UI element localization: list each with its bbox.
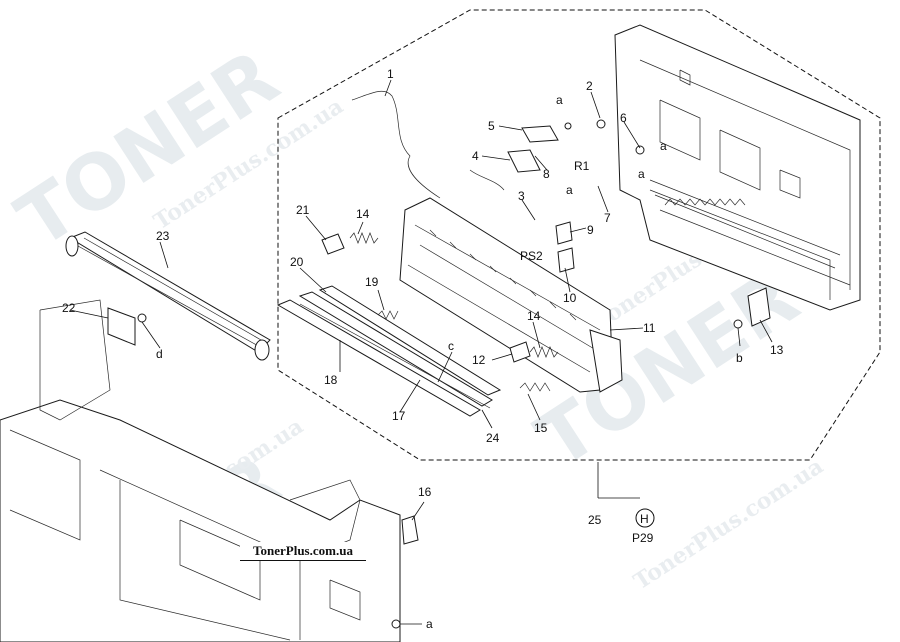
callout-11: 11	[643, 321, 656, 335]
callout-13: 13	[770, 343, 784, 357]
transfer-unit-11	[399, 197, 623, 393]
callout-a2: a	[660, 139, 667, 153]
watermark-site-3: TonerPlus.com.ua	[629, 453, 828, 595]
callout-1: 1	[387, 67, 394, 81]
main-frame	[614, 24, 861, 311]
rail-24	[299, 303, 491, 409]
callout-a1: a	[556, 93, 563, 107]
callout-21: 21	[296, 203, 310, 217]
callout-5: 5	[488, 119, 495, 133]
callout-20: 20	[290, 255, 304, 269]
holder-21	[321, 233, 345, 255]
detail-boundary	[277, 9, 881, 461]
harness-1	[351, 90, 441, 199]
spring-14b	[529, 346, 559, 358]
callout-4: 4	[472, 149, 479, 163]
harness-8	[469, 169, 505, 191]
screw-b	[733, 319, 743, 329]
caption-box: TonerPlus.com.ua	[240, 542, 366, 561]
callout-9: 9	[587, 223, 594, 237]
label-r1: R1	[574, 159, 590, 173]
bar-20	[318, 285, 502, 396]
washer-2	[596, 119, 606, 129]
screw-a5	[391, 619, 401, 629]
ref-page: P29	[632, 531, 654, 545]
holder-12	[509, 341, 531, 363]
callout-15: 15	[534, 421, 548, 435]
bracket-4	[507, 149, 541, 173]
callout-b: b	[736, 351, 743, 365]
callout-16: 16	[418, 485, 432, 499]
callouts: 1 2 3 4 5 6 7 8 9 10 11 12 13 14 14 15 1…	[62, 67, 784, 631]
callout-a3: a	[566, 183, 573, 197]
callout-3: 3	[518, 189, 525, 203]
callout-19: 19	[365, 275, 379, 289]
callout-a6: a	[426, 617, 433, 631]
roller-23	[65, 231, 271, 361]
callout-12: 12	[472, 353, 486, 367]
callout-25: 25	[588, 513, 602, 527]
callout-2: 2	[586, 79, 593, 93]
label-ps2: PS2	[520, 249, 543, 263]
callout-24: 24	[486, 431, 500, 445]
rail-assembly	[276, 285, 502, 417]
spring-19	[377, 310, 399, 320]
callout-14a: 14	[356, 207, 370, 221]
bracket-16	[401, 515, 419, 545]
washer-6	[635, 145, 645, 155]
bracket-5	[521, 125, 559, 143]
callout-8: 8	[543, 167, 550, 181]
screw-d	[137, 313, 147, 323]
callout-7: 7	[604, 211, 611, 225]
spring-15	[519, 382, 551, 392]
callout-10: 10	[563, 291, 577, 305]
callout-a4: a	[638, 167, 645, 181]
caption-text: TonerPlus.com.ua	[253, 543, 353, 558]
screw-a1	[564, 122, 572, 130]
callout-17: 17	[392, 409, 406, 423]
leader-lines	[69, 79, 773, 625]
rail-18	[276, 299, 481, 417]
lower-frame	[0, 299, 401, 642]
bracket-13	[747, 287, 771, 327]
callout-c: c	[448, 339, 454, 353]
callout-6: 6	[620, 111, 627, 125]
spring-14a	[349, 232, 379, 244]
sensor-ps2	[557, 247, 575, 273]
callout-23: 23	[156, 229, 170, 243]
callout-d: d	[156, 347, 163, 361]
callout-22: 22	[62, 301, 76, 315]
callout-18: 18	[324, 373, 338, 387]
bracket-22	[107, 307, 136, 346]
rail-17	[298, 291, 493, 407]
callout-14b: 14	[527, 309, 541, 323]
ref-symbol: H	[640, 512, 649, 526]
page-reference: H P29	[632, 508, 655, 545]
sensor-9	[555, 221, 573, 245]
